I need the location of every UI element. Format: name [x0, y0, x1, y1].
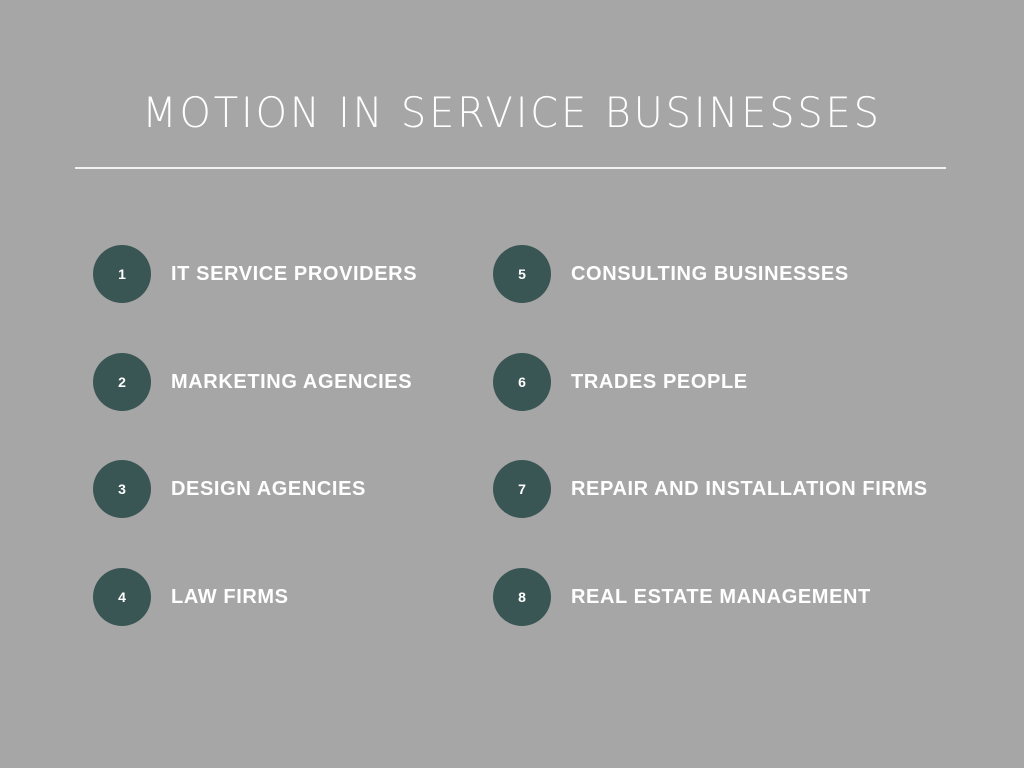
- list-item: 8 REAL ESTATE MANAGEMENT: [493, 568, 871, 626]
- list-item: 1 IT SERVICE PROVIDERS: [93, 245, 417, 303]
- number-badge: 6: [493, 353, 551, 411]
- item-label: LAW FIRMS: [171, 585, 289, 608]
- item-label: REAL ESTATE MANAGEMENT: [571, 585, 871, 608]
- number-badge: 1: [93, 245, 151, 303]
- item-label: REPAIR AND INSTALLATION FIRMS: [571, 477, 928, 500]
- list-item: 4 LAW FIRMS: [93, 568, 289, 626]
- list-item: 5 CONSULTING BUSINESSES: [493, 245, 849, 303]
- list-item: 6 TRADES PEOPLE: [493, 353, 748, 411]
- item-label: CONSULTING BUSINESSES: [571, 262, 849, 285]
- item-label: TRADES PEOPLE: [571, 370, 748, 393]
- number-badge: 7: [493, 460, 551, 518]
- number-badge: 8: [493, 568, 551, 626]
- list-item: 2 MARKETING AGENCIES: [93, 353, 412, 411]
- list-item: 7 REPAIR AND INSTALLATION FIRMS: [493, 460, 928, 518]
- item-label: DESIGN AGENCIES: [171, 477, 366, 500]
- number-badge: 2: [93, 353, 151, 411]
- number-badge: 5: [493, 245, 551, 303]
- item-label: MARKETING AGENCIES: [171, 370, 413, 393]
- item-label: IT SERVICE PROVIDERS: [171, 262, 418, 285]
- number-badge: 3: [93, 460, 151, 518]
- list-item: 3 DESIGN AGENCIES: [93, 460, 366, 518]
- title-divider: [75, 167, 946, 169]
- number-badge: 4: [93, 568, 151, 626]
- page-title: MOTION IN SERVICE BUSINESSES: [142, 88, 882, 137]
